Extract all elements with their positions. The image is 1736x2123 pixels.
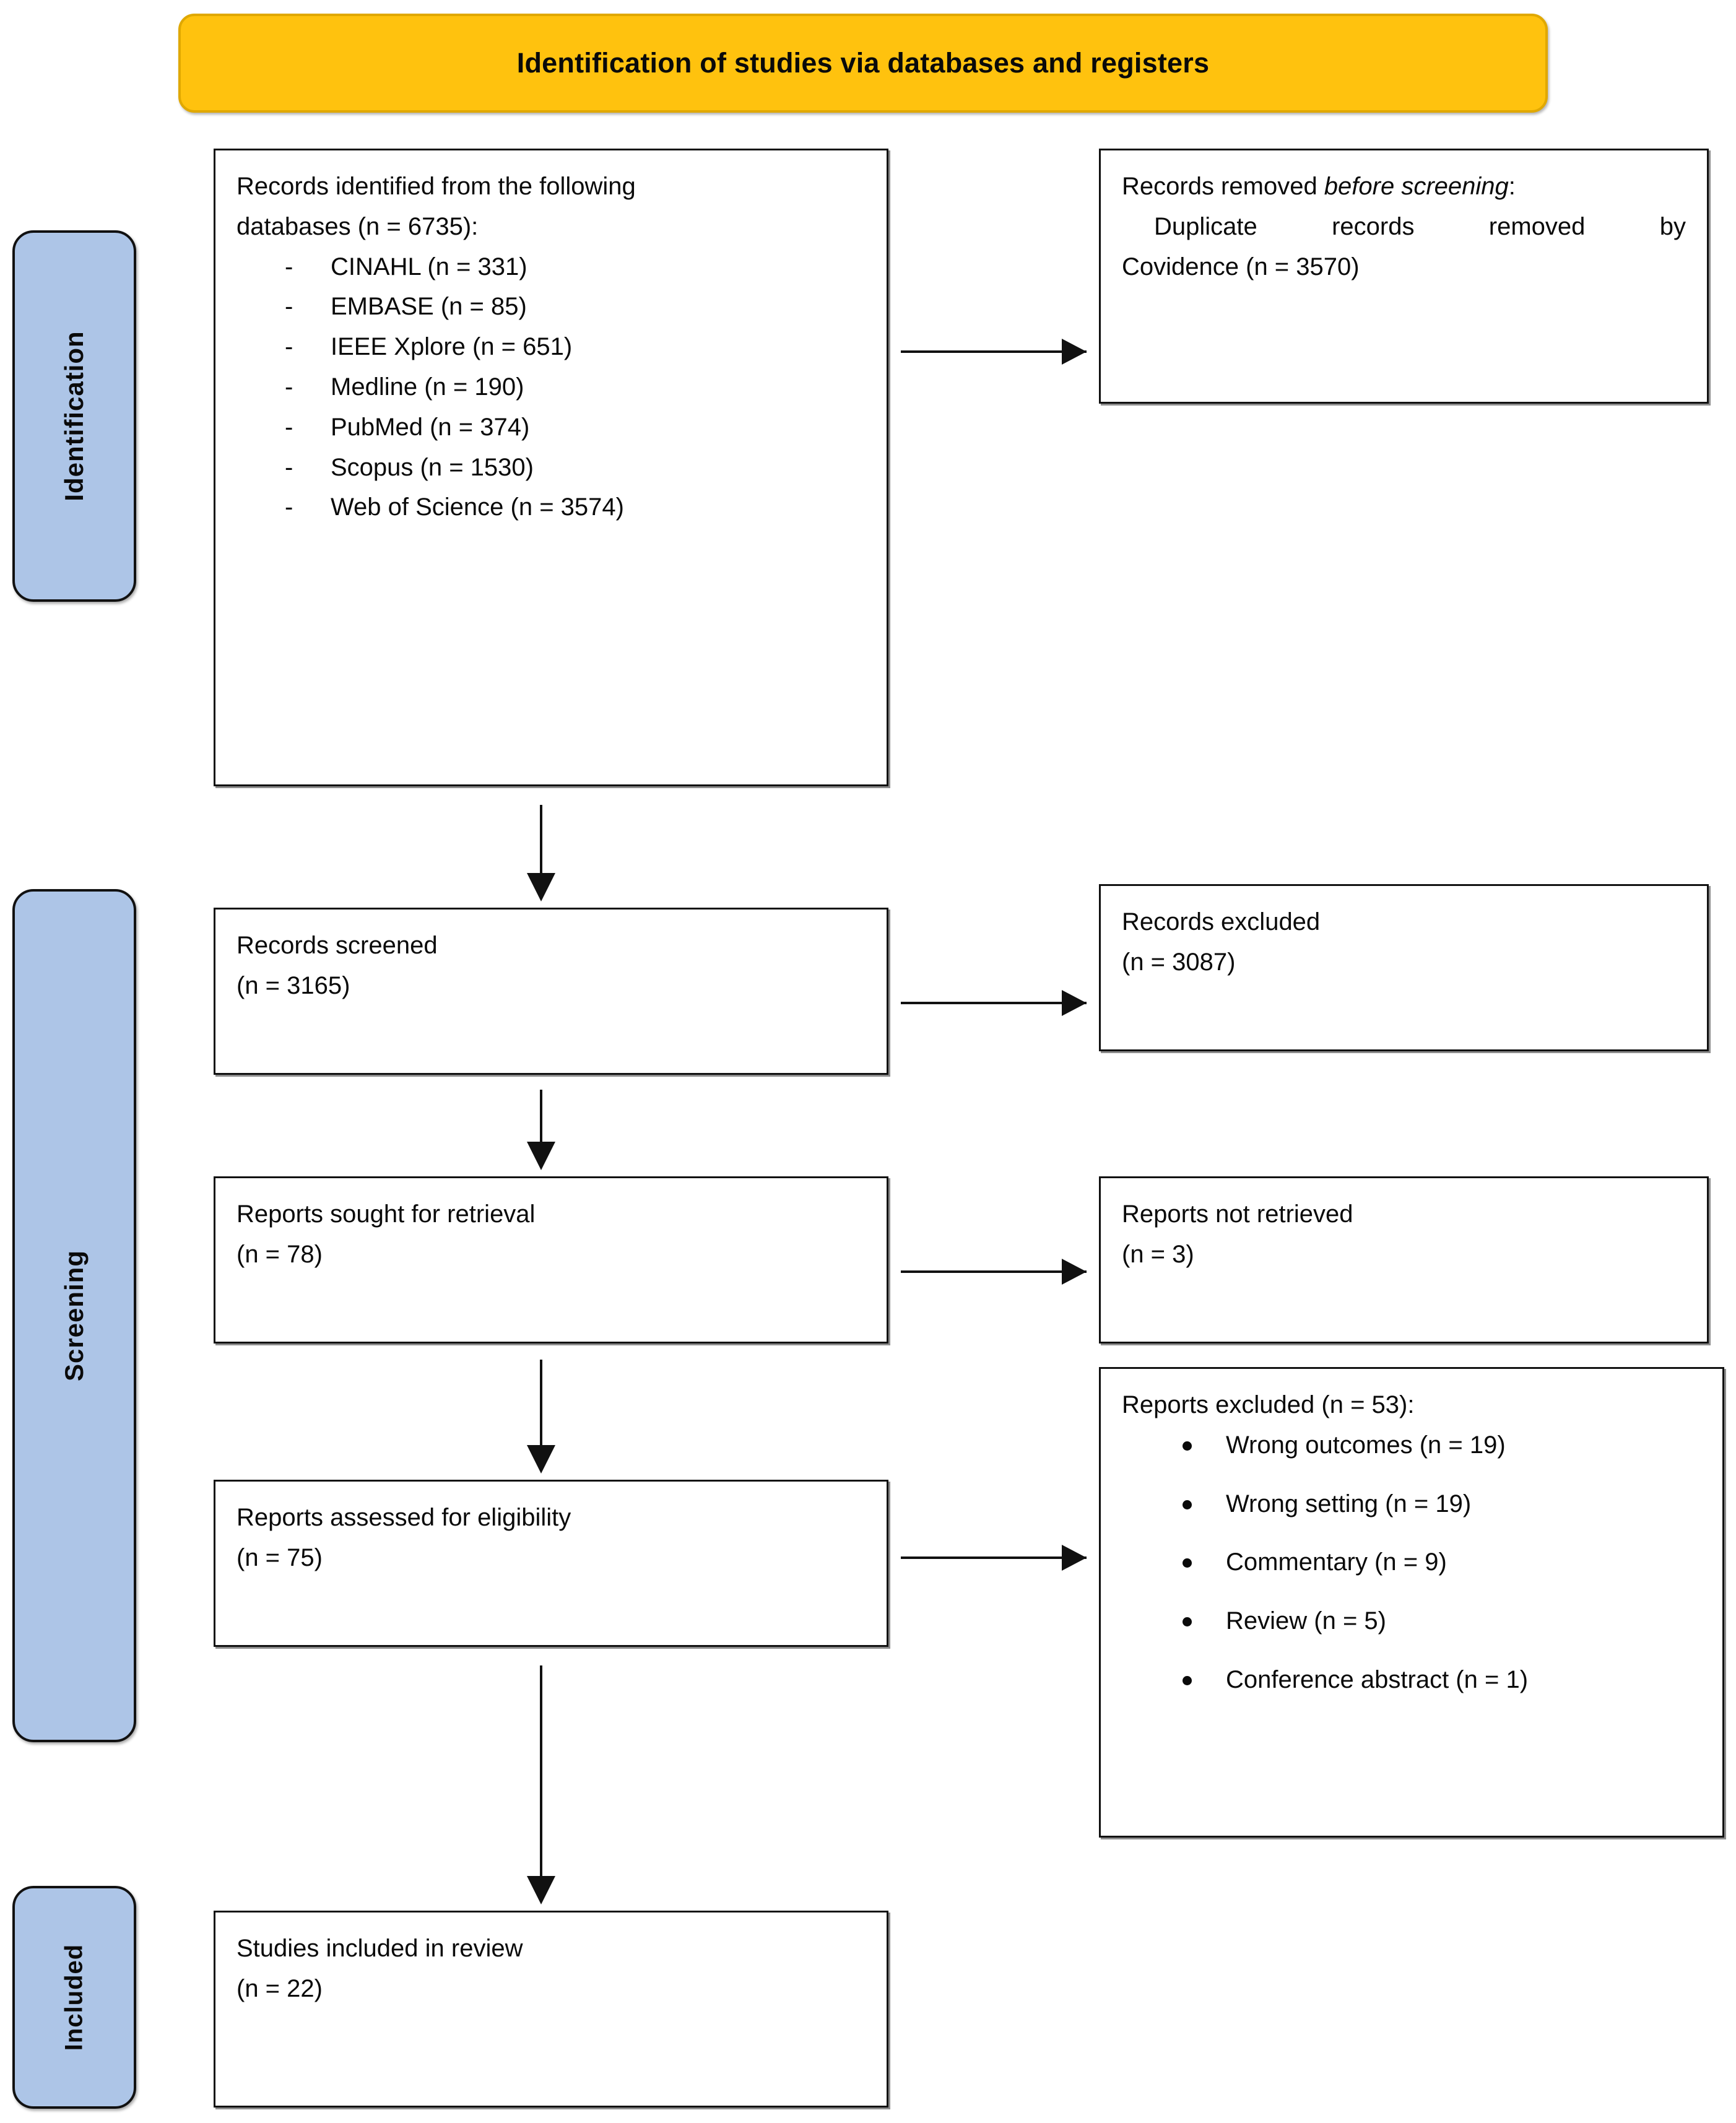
- exclusion-reason-item: Wrong setting (n = 19): [1122, 1484, 1701, 1524]
- arrow-head: [527, 1876, 555, 1904]
- records-removed-heading-emphasis: before screening: [1324, 173, 1509, 200]
- box-reports-sought-for-retrieval: Reports sought for retrieval (n = 78): [214, 1176, 888, 1344]
- arrow-shaft: [901, 1556, 1087, 1559]
- reports-excluded-heading: Reports excluded (n = 53):: [1122, 1391, 1415, 1418]
- records-identified-lead-line2: databases (n = 6735):: [237, 212, 479, 240]
- exclusion-reason-item: Wrong outcomes (n = 19): [1122, 1425, 1701, 1465]
- reports-assessed-label: Reports assessed for eligibility: [237, 1504, 571, 1531]
- records-removed-line2: Duplicate records removed by: [1154, 212, 1686, 240]
- stage-label-screening: Screening: [12, 889, 136, 1742]
- banner-title: Identification of studies via databases …: [516, 47, 1210, 79]
- records-removed-heading-prefix: Records removed: [1122, 173, 1324, 200]
- stage-label-included-text: Included: [60, 1943, 88, 2051]
- arrow-shaft: [540, 805, 542, 879]
- arrow-shaft: [901, 1270, 1087, 1273]
- arrow-shaft: [540, 1360, 542, 1451]
- records-excluded-label: Records excluded: [1122, 908, 1321, 936]
- reports-not-retrieved-count: (n = 3): [1122, 1240, 1194, 1268]
- arrow-shaft: [901, 1002, 1087, 1004]
- records-removed-heading: Records removed before screening:: [1122, 167, 1686, 207]
- database-list-item: PubMed (n = 374): [237, 407, 866, 448]
- box-records-removed-before-screening: Records removed before screening: Duplic…: [1099, 149, 1709, 404]
- box-records-screened: Records screened (n = 3165): [214, 908, 888, 1075]
- reports-sought-count: (n = 78): [237, 1240, 323, 1268]
- reports-sought-label: Reports sought for retrieval: [237, 1200, 536, 1228]
- exclusion-reason-item: Review (n = 5): [1122, 1601, 1701, 1641]
- reports-not-retrieved-label: Reports not retrieved: [1122, 1200, 1353, 1228]
- box-reports-assessed-for-eligibility: Reports assessed for eligibility (n = 75…: [214, 1480, 888, 1647]
- box-records-identified: Records identified from the following da…: [214, 149, 888, 786]
- section-banner-identification: Identification of studies via databases …: [178, 14, 1548, 113]
- arrow-shaft: [901, 350, 1087, 353]
- database-list-item: EMBASE (n = 85): [237, 287, 866, 327]
- stage-label-identification: Identification: [12, 230, 136, 602]
- database-list-item: CINAHL (n = 331): [237, 247, 866, 287]
- arrow-head: [527, 1142, 555, 1170]
- box-reports-excluded: Reports excluded (n = 53): Wrong outcome…: [1099, 1367, 1724, 1838]
- records-screened-label: Records screened: [237, 932, 438, 959]
- reports-assessed-count: (n = 75): [237, 1543, 323, 1571]
- arrow-shaft: [540, 1665, 542, 1882]
- database-list-item: IEEE Xplore (n = 651): [237, 327, 866, 367]
- box-studies-included-in-review: Studies included in review (n = 22): [214, 1911, 888, 2108]
- records-removed-heading-suffix: :: [1508, 173, 1516, 200]
- records-removed-line3: Covidence (n = 3570): [1122, 253, 1360, 280]
- box-reports-not-retrieved: Reports not retrieved (n = 3): [1099, 1176, 1709, 1344]
- arrow-head: [527, 1445, 555, 1474]
- records-screened-count: (n = 3165): [237, 971, 350, 999]
- exclusion-reason-item: Commentary (n = 9): [1122, 1542, 1701, 1582]
- arrow-head: [1062, 1545, 1087, 1571]
- database-list-item: Medline (n = 190): [237, 367, 866, 407]
- exclusion-reason-item: Conference abstract (n = 1): [1122, 1660, 1701, 1700]
- arrow-head: [1062, 1259, 1087, 1285]
- box-records-excluded: Records excluded (n = 3087): [1099, 884, 1709, 1051]
- database-list-item: Web of Science (n = 3574): [237, 487, 866, 527]
- studies-included-label: Studies included in review: [237, 1935, 523, 1962]
- stage-label-identification-text: Identification: [59, 331, 89, 501]
- database-list: CINAHL (n = 331) EMBASE (n = 85) IEEE Xp…: [237, 247, 866, 528]
- stage-label-screening-text: Screening: [59, 1249, 89, 1382]
- records-excluded-count: (n = 3087): [1122, 948, 1236, 976]
- arrow-head: [527, 873, 555, 901]
- arrow-head: [1062, 990, 1087, 1016]
- arrow-shaft: [540, 1090, 542, 1148]
- arrow-head: [1062, 339, 1087, 365]
- exclusion-reason-list: Wrong outcomes (n = 19) Wrong setting (n…: [1122, 1425, 1701, 1700]
- studies-included-count: (n = 22): [237, 1974, 323, 2002]
- database-list-item: Scopus (n = 1530): [237, 448, 866, 488]
- stage-label-included: Included: [12, 1886, 136, 2109]
- records-identified-lead-line1: Records identified from the following: [237, 173, 636, 200]
